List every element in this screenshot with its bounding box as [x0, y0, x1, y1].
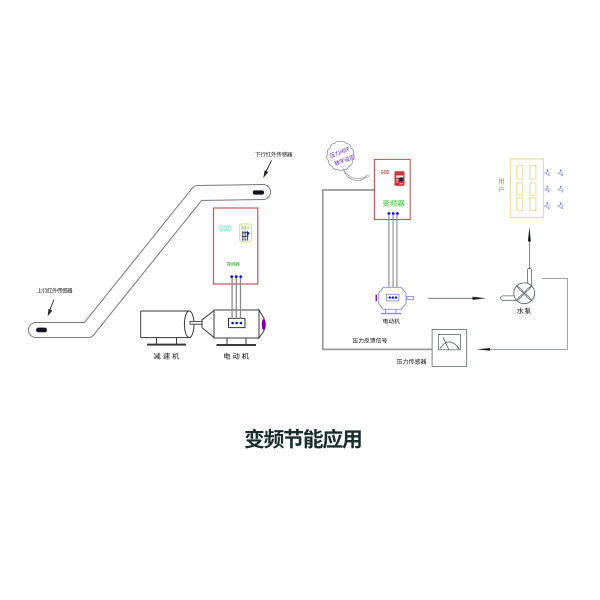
svg-text:800: 800	[242, 227, 247, 230]
svg-text:GOD: GOD	[381, 170, 389, 176]
svg-text:GOD: GOD	[219, 224, 231, 233]
